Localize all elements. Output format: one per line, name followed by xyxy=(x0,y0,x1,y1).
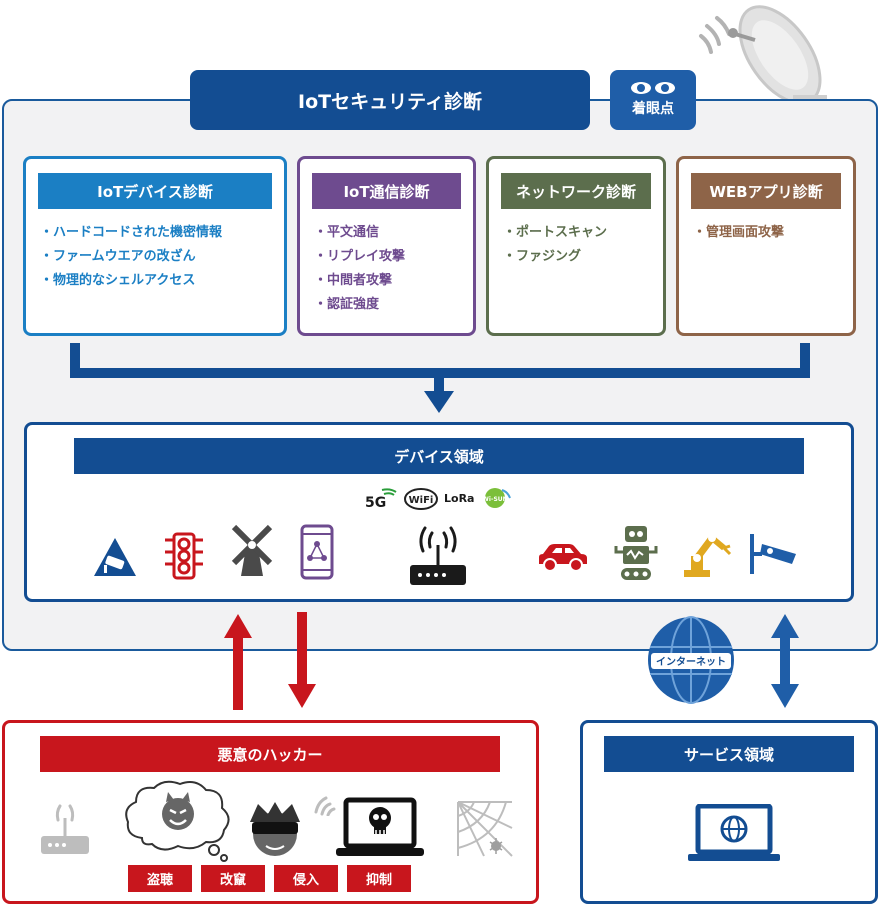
page-title: IoTセキュリティ診断 xyxy=(190,70,590,130)
list-item: リプレイ攻撃 xyxy=(314,245,405,269)
tag-eavesdropping: 盗聴 xyxy=(128,865,192,892)
card-web-app-diagnosis: WEBアプリ診断 管理画面攻撃 xyxy=(676,156,856,336)
list-item: 管理画面攻撃 xyxy=(693,221,784,245)
attack-arrow-up-icon xyxy=(224,614,252,710)
hacker-face-sunglasses-icon xyxy=(250,802,300,856)
list-item: ポートスキャン xyxy=(503,221,607,245)
svg-text:5G: 5G xyxy=(365,495,386,510)
list-item: ファームウエアの改ざん xyxy=(40,245,222,269)
car-icon xyxy=(539,544,587,572)
lora-logo-icon: LoRa xyxy=(444,492,474,505)
card-iot-communication-diagnosis: IoT通信診断 平文通信 リプレイ攻撃 中間者攻撃 認証強度 xyxy=(297,156,476,336)
internet-globe-icon: インターネット xyxy=(648,616,734,704)
card-iot-device-diagnosis: IoTデバイス診断 ハードコードされた機密情報 ファームウエアの改ざん 物理的な… xyxy=(23,156,287,336)
smartphone-icon xyxy=(300,524,334,580)
focus-point-badge: 着眼点 xyxy=(610,70,696,130)
list-item: ファジング xyxy=(503,245,607,269)
wifi-signal-icon xyxy=(314,796,336,816)
laptop-globe-icon xyxy=(688,804,780,861)
svg-text:LoRa: LoRa xyxy=(444,492,474,505)
card-network-diagnosis: ネットワーク診断 ポートスキャン ファジング xyxy=(486,156,666,336)
list-item: 認証強度 xyxy=(314,293,405,317)
security-camera-icon xyxy=(750,534,796,574)
surveillance-camera-sign-icon xyxy=(94,538,136,576)
focus-point-label: 着眼点 xyxy=(632,101,674,117)
list-item: 物理的なシェルアクセス xyxy=(40,269,222,293)
laptop-skull-icon xyxy=(336,797,424,856)
device-region-title: デバイス領域 xyxy=(74,438,804,474)
list-item: ハードコードされた機密情報 xyxy=(40,221,222,245)
service-region-title: サービス領域 xyxy=(604,736,854,772)
card-title: IoTデバイス診断 xyxy=(38,173,272,209)
down-arrow-icon xyxy=(424,391,454,413)
svg-text:Wi-SUN: Wi-SUN xyxy=(482,496,507,503)
merge-connector xyxy=(70,343,810,413)
card-title: IoT通信診断 xyxy=(312,173,461,209)
5g-icon: 5G xyxy=(365,488,397,510)
wifi-logo-icon: WiFi xyxy=(404,488,438,510)
attack-arrow-down-icon xyxy=(288,612,316,708)
bidirectional-arrow-icon xyxy=(771,614,799,708)
svg-text:インターネット: インターネット xyxy=(656,656,726,668)
hacker-title: 悪意のハッカー xyxy=(40,736,500,772)
card-title: WEBアプリ診断 xyxy=(691,173,841,209)
devil-thought-bubble-icon xyxy=(125,780,230,862)
eyes-icon xyxy=(631,82,675,94)
card-title: ネットワーク診断 xyxy=(501,173,651,209)
spider-web-icon xyxy=(457,801,513,857)
tag-tampering: 改竄 xyxy=(201,865,265,892)
list-item: 平文通信 xyxy=(314,221,405,245)
tag-intrusion: 侵入 xyxy=(274,865,338,892)
router-grey-icon xyxy=(41,804,89,854)
windmill-icon xyxy=(231,524,273,576)
tag-suppression: 抑制 xyxy=(347,865,411,892)
robot-icon xyxy=(614,526,658,580)
list-item: 中間者攻撃 xyxy=(314,269,405,293)
industrial-robot-arm-icon xyxy=(684,534,732,577)
traffic-light-icon xyxy=(165,532,203,580)
wisun-logo-icon: Wi-SUN xyxy=(482,488,511,508)
svg-text:WiFi: WiFi xyxy=(409,495,434,506)
router-icon xyxy=(410,526,466,585)
